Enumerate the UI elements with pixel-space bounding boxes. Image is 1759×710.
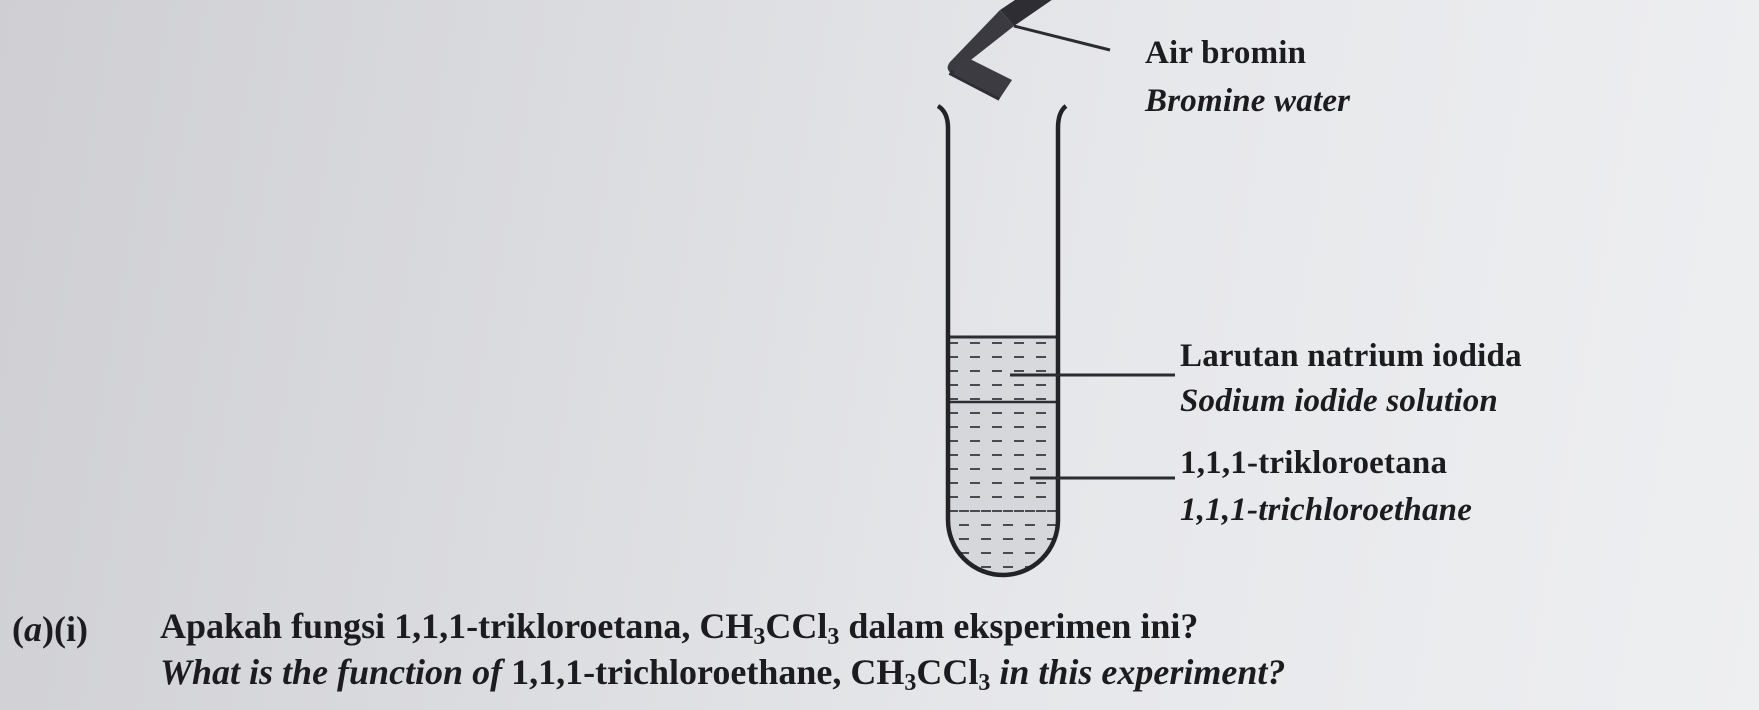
formula-en-ccl: CCl <box>916 652 979 692</box>
question-ms-before: Apakah fungsi 1,1,1-trikloroetana, <box>160 606 700 646</box>
question-en-after: in this experiment? <box>990 652 1286 692</box>
question-ms-after: dalam eksperimen ini? <box>839 606 1199 646</box>
test-tube <box>936 104 1068 578</box>
apparatus-drawing <box>936 0 1175 578</box>
experiment-diagram: Air bromin Bromine water Larutan natrium… <box>936 0 1522 578</box>
question-number: (a)(i) <box>12 608 88 650</box>
formula-en-ch: CH <box>850 652 905 692</box>
question-a-i: (a)(i) Apakah fungsi 1,1,1-trikloroetana… <box>12 608 1752 708</box>
formula-en-sub2: 3 <box>978 670 991 696</box>
formula-ms-ch: CH <box>699 606 754 646</box>
formula-ms-sub2: 3 <box>827 624 840 650</box>
formula-ms: CH3CCl3 <box>699 606 839 649</box>
dropper <box>947 0 1111 101</box>
question-number-open: ( <box>12 609 24 649</box>
sodium-iodide-label-ms: Larutan natrium iodida <box>1180 338 1522 374</box>
sodium-iodide-label-en: Sodium iodide solution <box>1180 383 1498 419</box>
formula-en-sub1: 3 <box>904 670 917 696</box>
question-number-rest: )(i) <box>42 609 88 649</box>
trichloroethane-label-ms: 1,1,1-trikloroetana <box>1180 445 1448 481</box>
question-text-en: What is the function of 1,1,1-trichloroe… <box>160 652 1286 695</box>
question-en-compound: 1,1,1-trichloroethane, <box>511 652 851 692</box>
bromine-water-label-en: Bromine water <box>1145 83 1351 119</box>
question-number-letter: a <box>24 609 42 649</box>
bromine-water-label-ms: Air bromin <box>1145 35 1307 71</box>
formula-ms-ccl: CCl <box>765 606 828 646</box>
question-text-ms: Apakah fungsi 1,1,1-trikloroetana, CH3CC… <box>160 606 1199 649</box>
formula-ms-sub1: 3 <box>753 624 766 650</box>
question-en-before: What is the function of <box>160 652 512 692</box>
formula-en: CH3CCl3 <box>850 652 990 695</box>
trichloroethane-label-en: 1,1,1-trichloroethane <box>1180 492 1473 528</box>
